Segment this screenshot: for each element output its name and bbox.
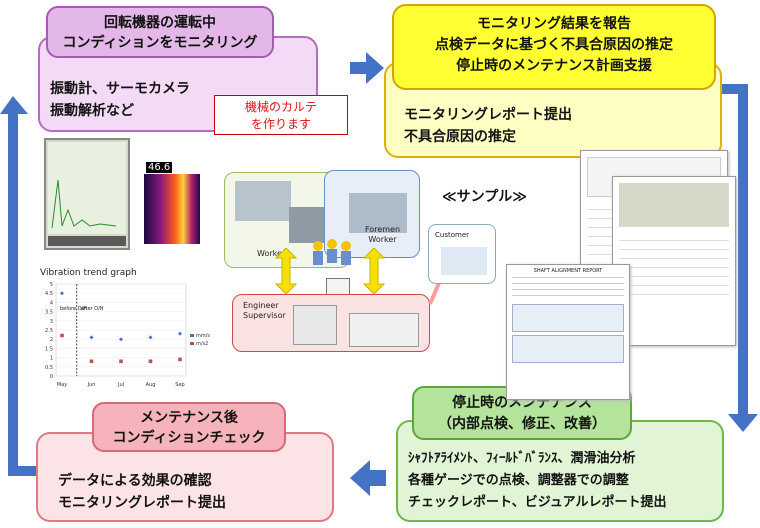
- step3-title-line2: （内部点検、修正、改善）: [438, 416, 606, 432]
- customer-panel: Customer: [428, 224, 496, 284]
- y-tick-label: 2.5: [45, 328, 53, 334]
- worker-label: Worker: [257, 249, 286, 258]
- point-mm-s: [60, 291, 64, 296]
- step3-body-line2: 各種ゲージでの点検、調整器での調整: [408, 473, 629, 488]
- worker-photo: [235, 181, 291, 221]
- arrow-step1-to-step2: [350, 52, 384, 84]
- legend-marker: [190, 342, 194, 345]
- step2-title-line1: モニタリング結果を報告: [477, 16, 631, 32]
- arrow-step4-to-step1: [8, 112, 36, 476]
- x-tick-label: Sep: [175, 382, 184, 388]
- point-mm-s: [178, 331, 182, 336]
- step1-title-line2: コンディションをモニタリング: [62, 35, 258, 51]
- point-m-s2: [119, 359, 123, 364]
- foremen-label: Foremen Worker: [365, 225, 400, 245]
- thermal-reading: 46.6: [146, 162, 173, 173]
- double-arrow-right: [362, 248, 386, 295]
- y-tick-label: 4: [50, 300, 53, 306]
- spectrum-graph-icon: [48, 142, 126, 246]
- x-tick-label: Aug: [146, 382, 156, 388]
- step4-body-line2: モニタリングレポート提出: [58, 495, 226, 511]
- arrow-step4-to-step1-head: [0, 96, 28, 114]
- legend-label: mm/s: [196, 333, 210, 339]
- foremen-panel: Foremen Worker: [324, 170, 420, 258]
- point-m-s2: [148, 359, 153, 364]
- step3-body-text: ｼｬﾌﾄｱﾗｲﾒﾝﾄ、ﾌｨｰﾙﾄﾞﾊﾞﾗﾝｽ、潤滑油分析 各種ゲージでの点検、調…: [408, 448, 666, 514]
- step2-title-line2: 点検データに基づく不具合原因の推定: [435, 37, 673, 53]
- engineer-label-line2: Supervisor: [243, 311, 286, 320]
- chart-title: Vibration trend graph: [40, 268, 137, 278]
- karte-callout-line1: 機械のカルテ: [244, 100, 317, 114]
- step1-body-line2: 振動解析など: [50, 103, 134, 119]
- thermal-image: 46.6: [144, 162, 200, 244]
- step4-title-box: メンテナンス後 コンディションチェック: [92, 402, 286, 452]
- legend-label: m/s2: [196, 341, 208, 347]
- y-tick-label: 4.5: [45, 291, 53, 297]
- sample-report-title: SHAFT ALIGNMENT REPORT: [533, 268, 603, 274]
- y-tick-label: 3: [50, 319, 53, 325]
- step3-body-line1: ｼｬﾌﾄｱﾗｲﾒﾝﾄ、ﾌｨｰﾙﾄﾞﾊﾞﾗﾝｽ、潤滑油分析: [408, 451, 636, 466]
- vibration-trend-chart: Vibration trend graph 5 4.5 4 3.5 3 2.5 2 1.5 1 0…: [38, 268, 214, 400]
- karte-callout: 機械のカルテ を作ります: [214, 95, 348, 135]
- double-arrow-left: [274, 248, 298, 295]
- karte-callout-line2: を作ります: [250, 117, 311, 131]
- double-arrows: [274, 248, 386, 295]
- arrow-step2-to-step3: [722, 84, 748, 414]
- step4-title-line1: メンテナンス後: [140, 410, 238, 426]
- y-tick-label: 1: [50, 356, 53, 362]
- step1-title-line1: 回転機器の運転中: [104, 15, 216, 31]
- step2-title-box: モニタリング結果を報告 点検データに基づく不具合原因の推定 停止時のメンテナンス…: [392, 4, 716, 90]
- y-tick-label: 5: [50, 282, 53, 288]
- foremen-label-line2: Worker: [368, 235, 397, 244]
- point-m-s2: [178, 357, 182, 362]
- sample-report-middle: [612, 176, 736, 346]
- point-mm-s: [148, 335, 153, 340]
- y-tick-label: 0.5: [45, 365, 53, 371]
- engineer-label-line1: Engineer: [243, 301, 279, 310]
- x-tick-label: Jul: [117, 382, 124, 388]
- step1-body-text: 振動計、サーモカメラ 振動解析など: [50, 78, 190, 122]
- customer-meeting-icon: [441, 247, 487, 275]
- step2-title-line3: 停止時のメンテナンス計画支援: [456, 58, 652, 74]
- x-tick-label: Jun: [87, 382, 96, 388]
- step2-body-line1: モニタリングレポート提出: [404, 107, 572, 123]
- after-oh-label: after O/H: [81, 306, 104, 312]
- y-tick-label: 1.5: [45, 346, 53, 352]
- y-tick-label: 2: [50, 337, 53, 343]
- sample-label: ≪サンプル≫: [442, 189, 527, 205]
- step1-body-line1: 振動計、サーモカメラ: [50, 81, 190, 97]
- engineer-panel: Engineer Supervisor: [232, 294, 430, 352]
- y-tick-label: 3.5: [45, 310, 53, 316]
- step4-body-line1: データによる効果の確認: [58, 473, 212, 489]
- engineer-figure: [293, 305, 337, 345]
- y-tick-label: 0: [50, 374, 53, 380]
- sample-report-front: SHAFT ALIGNMENT REPORT: [506, 264, 630, 400]
- arrow-step2-to-step3-head: [728, 414, 758, 432]
- engineer-label: Engineer Supervisor: [243, 301, 286, 321]
- arrow-step3-to-step4: [350, 460, 386, 496]
- legend-marker: [190, 334, 194, 337]
- point-mm-s: [119, 337, 123, 342]
- step1-title-box: 回転機器の運転中 コンディションをモニタリング: [46, 6, 274, 58]
- point-mm-s: [89, 335, 94, 340]
- vibration-analyzer-screen: [44, 138, 130, 250]
- x-tick-label: May: [57, 382, 67, 388]
- foremen-label-line1: Foremen: [365, 225, 401, 234]
- step4-body-text: データによる効果の確認 モニタリングレポート提出: [58, 470, 226, 514]
- customer-label: Customer: [435, 231, 470, 239]
- before-oh-label: before O/H: [60, 306, 87, 312]
- point-m-s2: [60, 333, 64, 338]
- report-screens: [349, 313, 419, 347]
- step2-body-text: モニタリングレポート提出 不具合原因の推定: [404, 104, 572, 148]
- step2-body-line2: 不具合原因の推定: [404, 129, 516, 145]
- step3-body-line3: チェックレポート、ビジュアルレポート提出: [408, 495, 667, 510]
- step4-title-line2: コンディションチェック: [112, 430, 266, 446]
- point-m-s2: [89, 359, 94, 364]
- foremen-photo: [349, 193, 407, 233]
- team-group-icon: [304, 238, 360, 278]
